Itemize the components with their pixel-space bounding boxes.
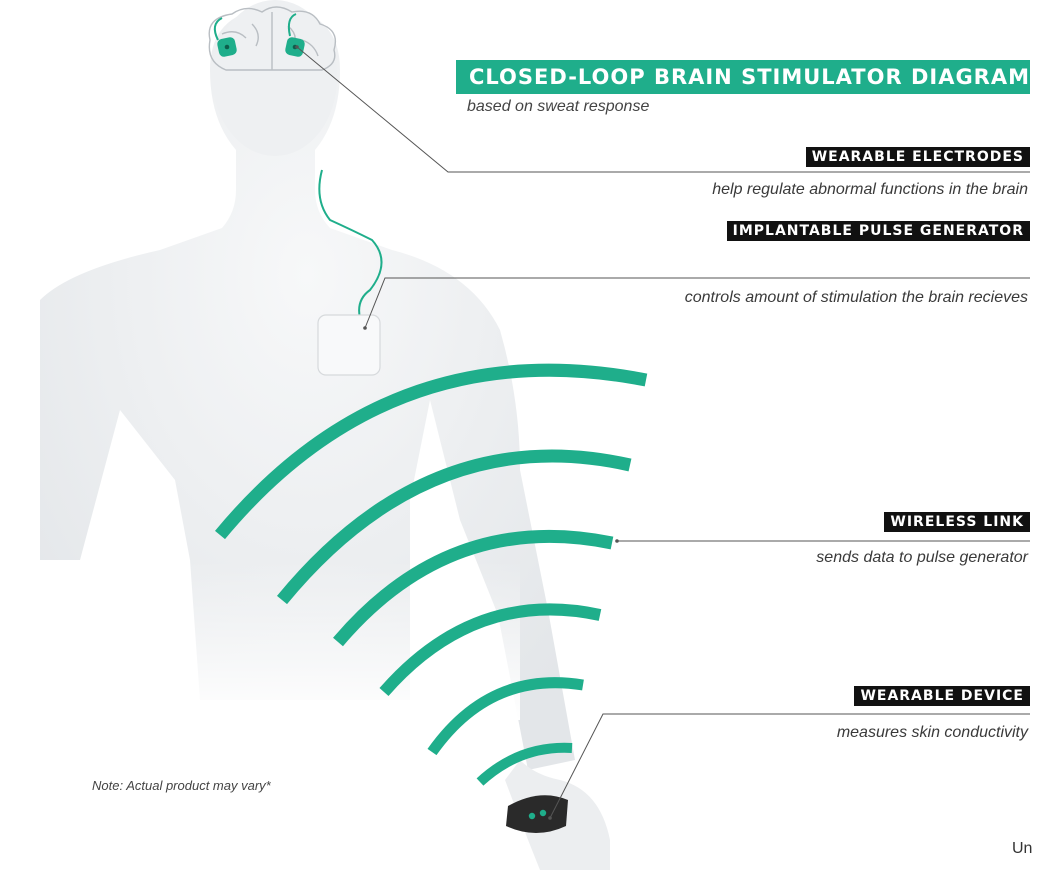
pulse-generator bbox=[318, 315, 380, 375]
electrodes-leader-dot bbox=[295, 45, 299, 49]
wireless-link-description: sends data to pulse generator bbox=[816, 549, 1028, 567]
wireless-leader-dot bbox=[615, 539, 619, 543]
body-silhouette bbox=[0, 0, 610, 870]
wireless-link-label: WIRELESS LINK bbox=[884, 512, 1030, 532]
wearable-device-description: measures skin conductivity bbox=[837, 724, 1028, 742]
corner-text: Un bbox=[1012, 840, 1032, 858]
pulse-generator-label: IMPLANTABLE PULSE GENERATOR bbox=[727, 221, 1030, 241]
diagram-subtitle: based on sweat response bbox=[467, 98, 649, 116]
pulse-generator-description: controls amount of stimulation the brain… bbox=[685, 289, 1028, 307]
diagram-title: CLOSED-LOOP BRAIN STIMULATOR DIAGRAM bbox=[456, 60, 1030, 94]
electrodes-label: WEARABLE ELECTRODES bbox=[806, 147, 1030, 167]
electrodes-description: help regulate abnormal functions in the … bbox=[712, 181, 1028, 199]
device-leader-dot bbox=[548, 816, 552, 820]
wearable-device-label: WEARABLE DEVICE bbox=[854, 686, 1030, 706]
product-note: Note: Actual product may vary* bbox=[92, 778, 271, 793]
generator-leader-dot bbox=[363, 326, 367, 330]
